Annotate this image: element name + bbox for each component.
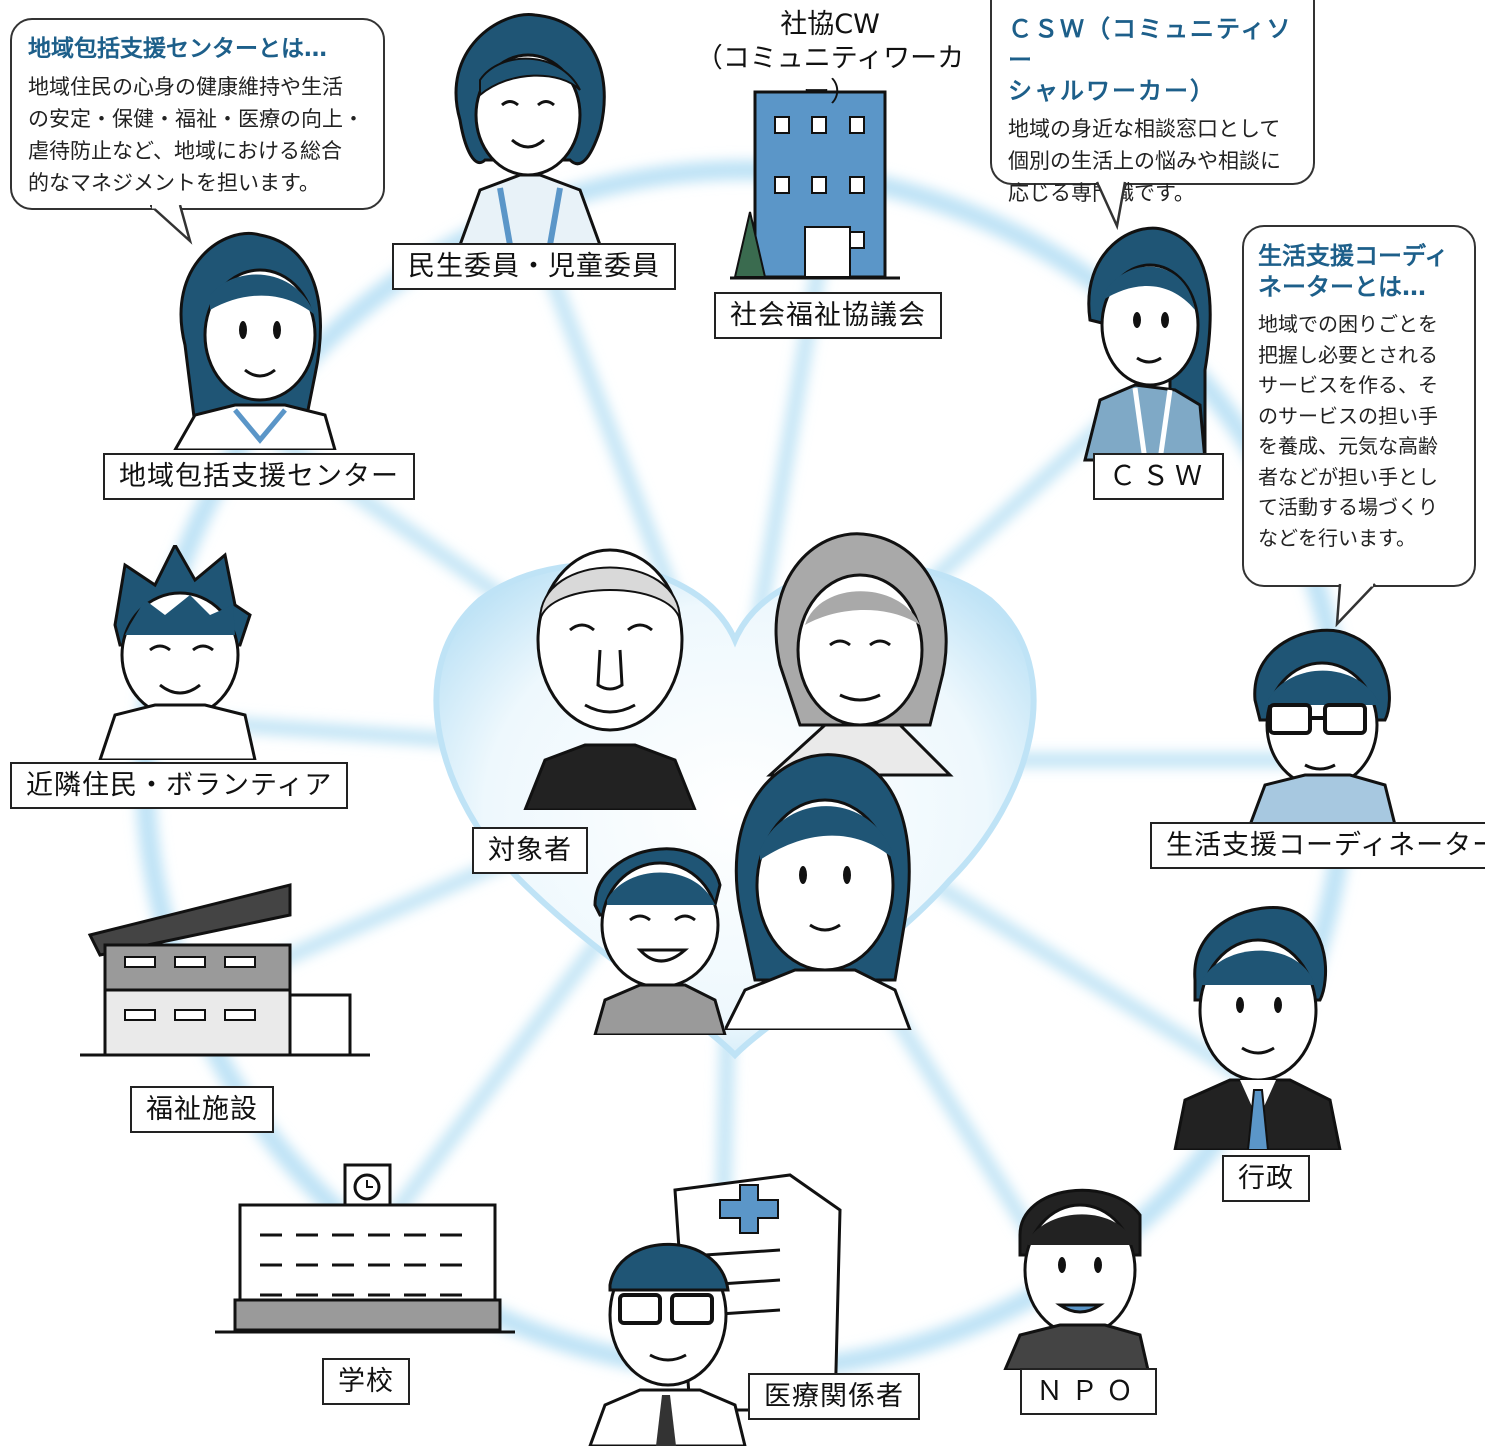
node-label-seikatsu: 生活支援コーディネーター	[1150, 822, 1485, 869]
seikatsu-bubble-title: ネーターとは…	[1258, 273, 1426, 301]
social-welfare-cw-title: 社協CW	[780, 9, 880, 40]
iryo-illustration	[588, 1173, 842, 1446]
node-label-csw: ＣＳＷ	[1093, 453, 1224, 500]
node-label-social-welfare: 社会福祉協議会	[714, 292, 942, 339]
seikatsu-bubble-line: のサービスの担い手	[1258, 403, 1438, 428]
chiiki-bubble-title: 地域包括支援センターとは…	[28, 36, 327, 62]
node-label-gyosei: 行政	[1222, 1155, 1310, 1202]
node-label-npo: ＮＰＯ	[1020, 1368, 1157, 1415]
social-welfare-council-building	[730, 90, 900, 280]
seikatsu-bubble-line: を養成、元気な高齢	[1258, 434, 1438, 458]
node-label-iryo: 医療関係者	[748, 1373, 920, 1420]
social-welfare-cw-heading: 社協CW （コミュニティワーカー）	[690, 8, 970, 110]
gyosei-person-illustration	[1173, 906, 1342, 1150]
seikatsu-bubble-line: などを行います。	[1258, 525, 1416, 550]
node-label-gakko: 学校	[322, 1358, 410, 1405]
csw-bubble-title: ＣＳＷ（コミュニティソー	[1008, 15, 1293, 74]
node-label-kinrin: 近隣住民・ボランティア	[10, 762, 349, 809]
npo-person-illustration	[1003, 1188, 1150, 1370]
minsei-person-illustration	[454, 13, 606, 245]
csw-bubble-line: 地域の身近な相談窓口として	[1008, 117, 1281, 141]
kinrin-person-illustration	[98, 545, 257, 760]
chiiki-bubble-line: 地域住民の心身の健康維持や生活	[28, 75, 343, 99]
school-building	[215, 1163, 515, 1334]
csw-bubble-line: 応じる専門職です。	[1008, 177, 1297, 209]
csw-bubble-title: シャルワーカー）	[1008, 77, 1216, 105]
mother-illustration	[725, 753, 912, 1030]
node-label-chiiki: 地域包括支援センター	[103, 453, 415, 500]
chiiki-bubble-line: 的なマネジメントを担います。	[28, 171, 320, 195]
boy-illustration	[593, 847, 727, 1035]
chiiki-bubble-line: の安定・保健・福祉・医療の向上・	[28, 107, 364, 131]
seikatsu-bubble-line: て活動する場づくり	[1258, 495, 1438, 519]
node-label-fukushi: 福祉施設	[130, 1086, 274, 1133]
seikatsu-bubble-line: サービスを作る、そ	[1258, 373, 1438, 397]
seikatsu-bubble-line: 地域での困りごとを	[1258, 312, 1438, 336]
csw-bubble-tail	[1095, 180, 1127, 230]
seikatsu-bubble-tail	[1335, 582, 1376, 627]
chiiki-bubble-line: 虐待防止など、地域における総合	[28, 139, 342, 163]
seikatsu-bubble-line: 者などが担い手とし	[1258, 464, 1438, 489]
chiiki-explanation-bubble: 地域包括支援センターとは… 地域住民の心身の健康維持や生活 の安定・保健・福祉・…	[10, 18, 385, 210]
node-label-target-person: 対象者	[472, 827, 588, 874]
chiiki-person-illustration	[173, 232, 337, 450]
chiiki-bubble-tail	[150, 205, 193, 245]
csw-person-illustration	[1083, 226, 1212, 462]
social-welfare-cw-subtitle: （コミュニティワーカー）	[695, 43, 965, 108]
seikatsu-bubble-line: 把握し必要とされる	[1258, 342, 1438, 367]
csw-explanation-bubble: ＣＳＷ（コミュニティソー シャルワーカー） 地域の身近な相談窓口として 個別の生…	[990, 0, 1315, 205]
seikatsu-bubble-title: 生活支援コーディ	[1258, 242, 1449, 270]
node-label-minsei: 民生委員・児童委員	[392, 243, 676, 290]
seikatsu-explanation-bubble: 生活支援コーディ ネーターとは… 地域での困りごとを 把握し必要とされる サービ…	[1242, 225, 1476, 587]
welfare-facility-building	[80, 883, 370, 1057]
seikatsu-person-illustration	[1248, 628, 1397, 825]
elderly-woman-illustration	[766, 532, 954, 777]
elderly-man-illustration	[523, 548, 697, 810]
csw-bubble-line: 個別の生活上の悩みや相談に	[1008, 149, 1281, 173]
